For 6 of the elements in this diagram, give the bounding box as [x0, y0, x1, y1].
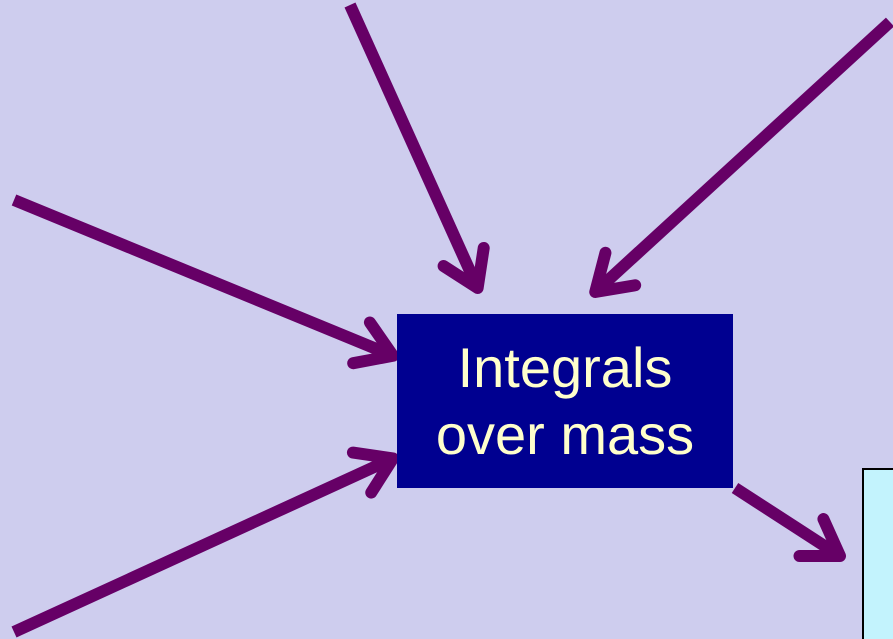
arrow [344, 2, 490, 294]
arrow [589, 18, 893, 298]
arrow [12, 446, 399, 638]
concept-box: Integrals over mass [397, 314, 733, 488]
arrow [12, 194, 399, 370]
arrow [732, 482, 846, 562]
